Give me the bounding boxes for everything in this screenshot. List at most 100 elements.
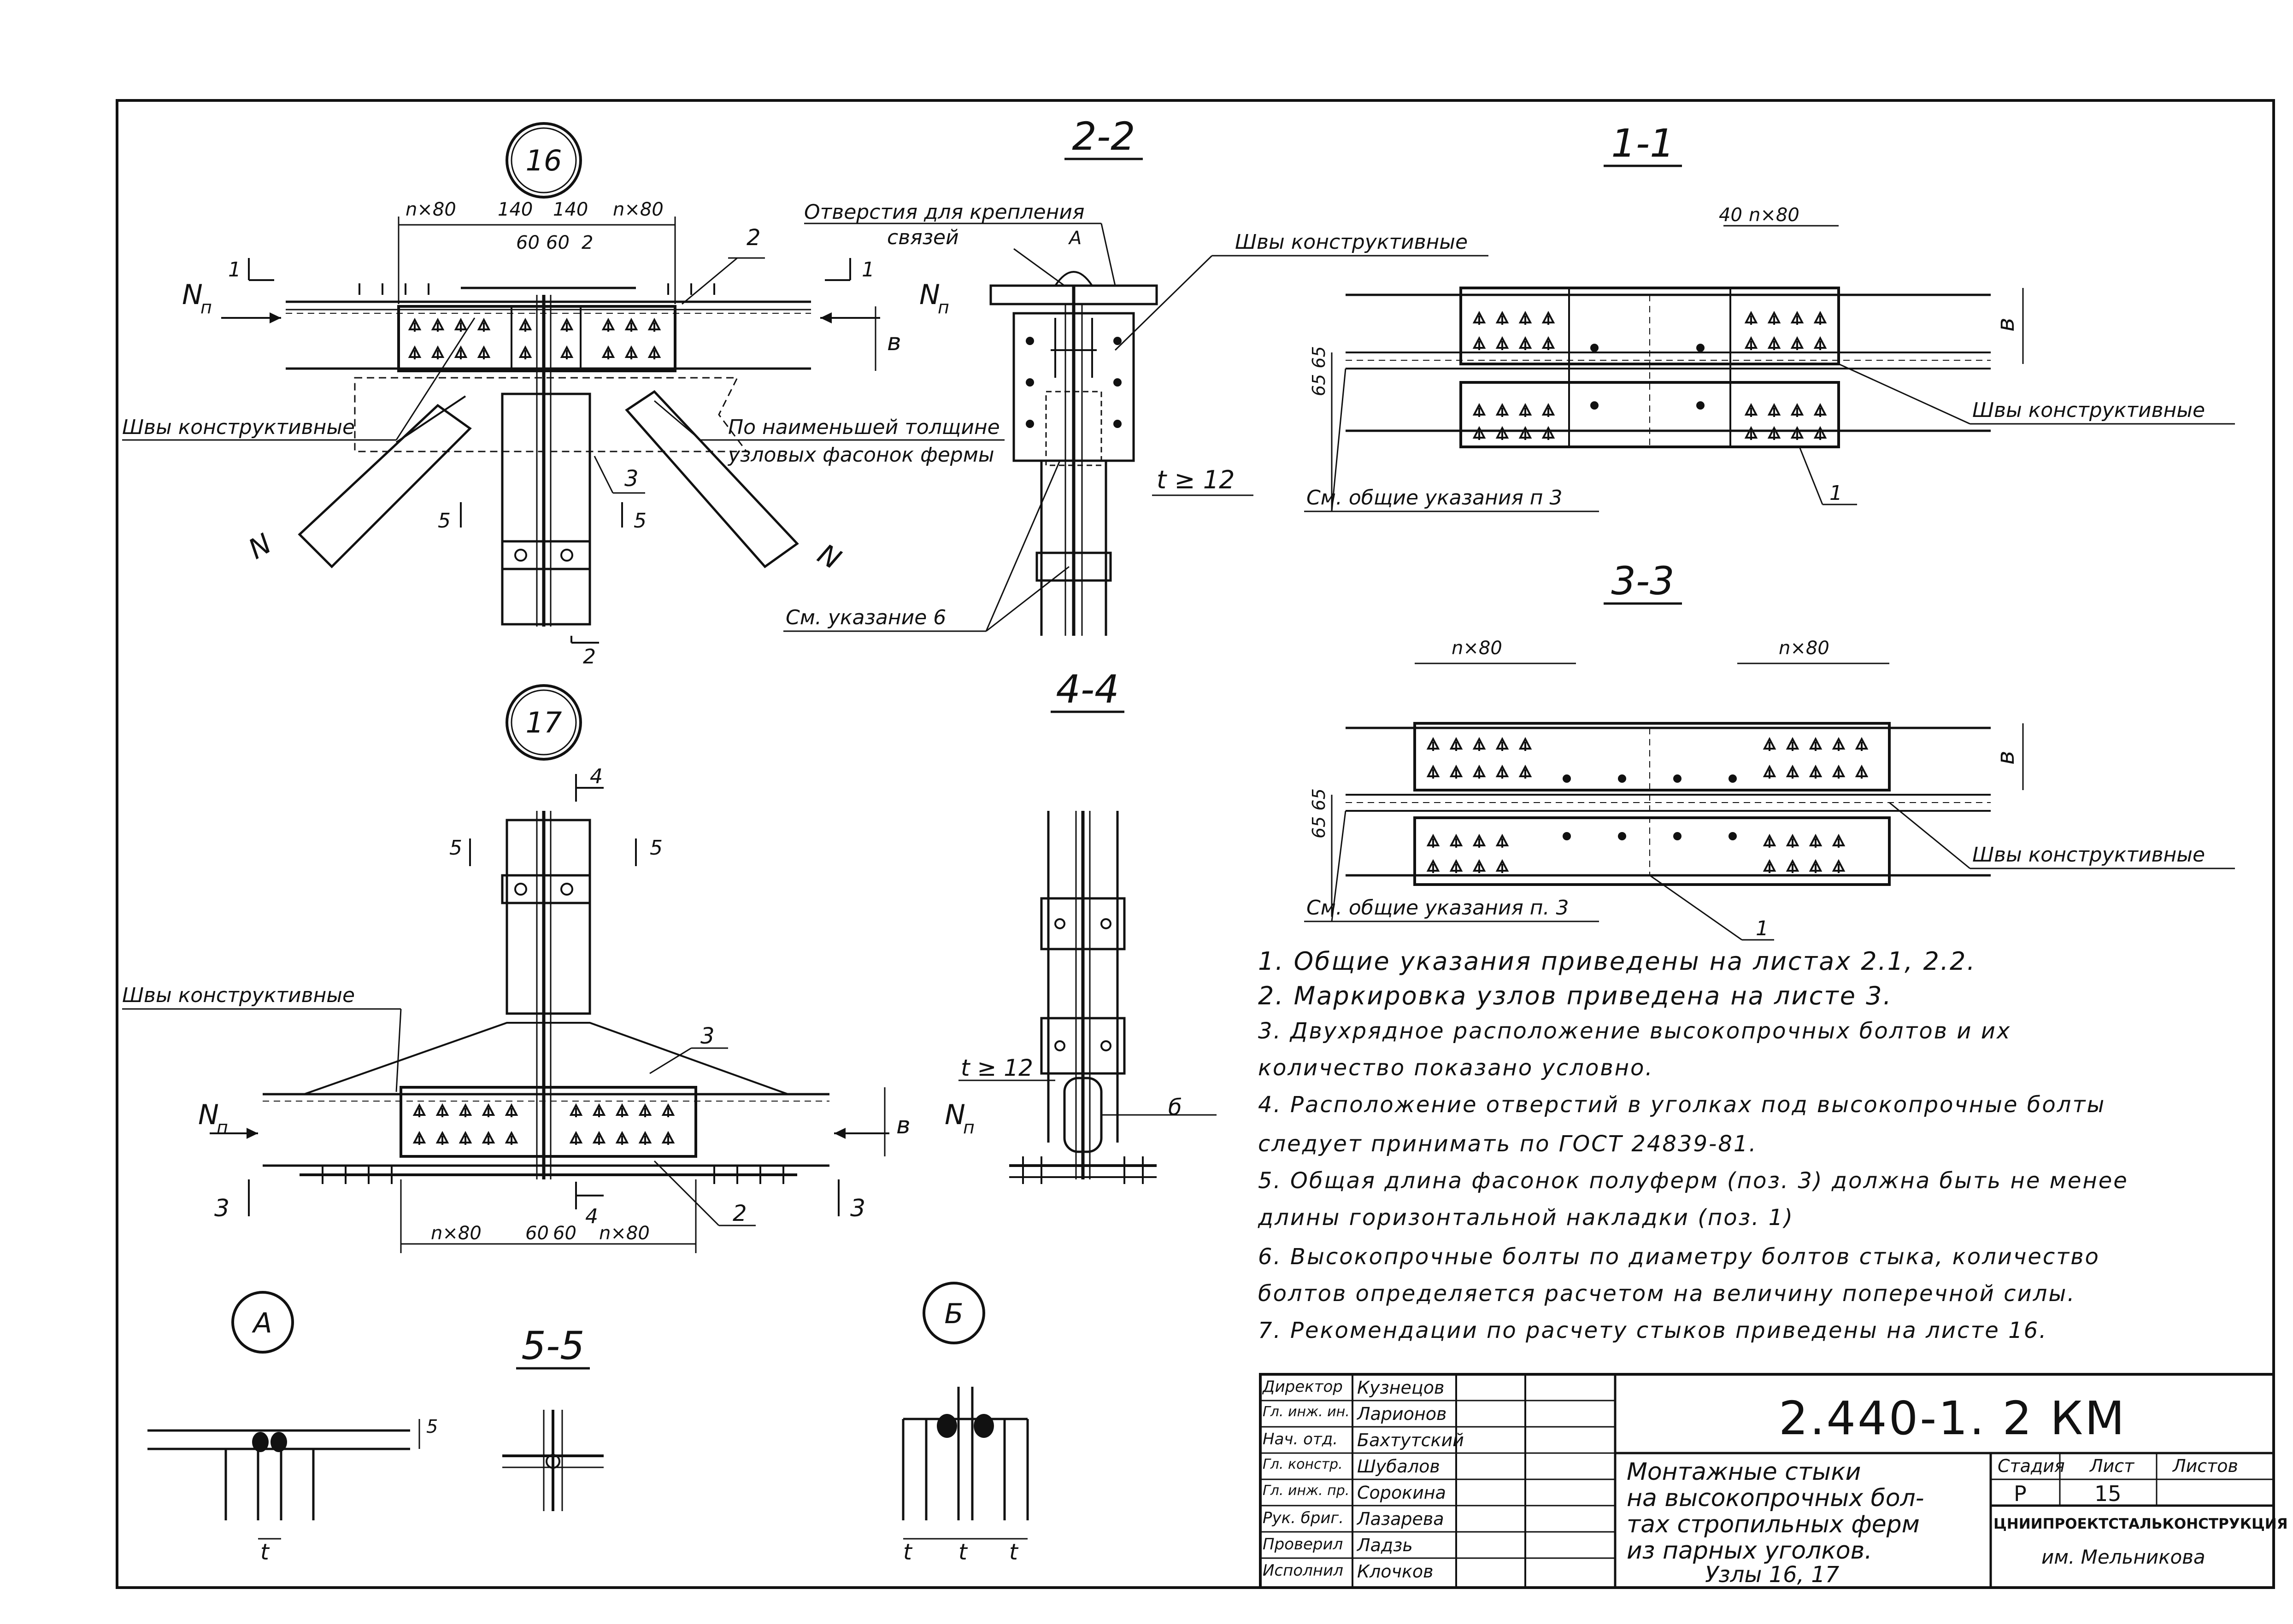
svg-text:t: t — [260, 1539, 270, 1565]
sheet-value: 15 — [2094, 1481, 2122, 1506]
svg-text:Швы конструктивные: Швы конструктивные — [1972, 399, 2205, 422]
name-4: Шубалов — [1357, 1456, 1440, 1477]
role-7: Проверил — [1263, 1535, 1343, 1554]
section-2-2: 2-2 Отверстия для крепления связей A Швы… — [783, 114, 1488, 636]
document-code: 2.440-1. 2 КМ — [1779, 1391, 2127, 1445]
svg-text:t: t — [958, 1539, 968, 1565]
svg-text:п: п — [217, 1117, 228, 1137]
svg-text:п: п — [938, 297, 949, 317]
stage-header: Стадия — [1998, 1456, 2065, 1476]
detail-b-marker — [923, 1282, 985, 1344]
name-1: Кузнецов — [1357, 1378, 1445, 1398]
svg-text:2: 2 — [583, 645, 596, 668]
svg-text:2: 2 — [747, 225, 761, 251]
svg-text:б: б — [1168, 1095, 1182, 1120]
node-16-elevation: 16 — [122, 122, 1005, 668]
svg-text:65 65: 65 65 — [1309, 346, 1329, 396]
svg-text:N: N — [198, 1099, 219, 1131]
note-1: 1. Общие указания приведены на листах 2.… — [1258, 947, 1976, 976]
svg-text:65 65: 65 65 — [1309, 788, 1329, 838]
svg-text:в: в — [896, 1112, 911, 1139]
role-6: Рук. бриг. — [1263, 1509, 1344, 1527]
svg-text:N: N — [182, 279, 203, 311]
name-7: Ладзь — [1357, 1535, 1413, 1555]
svg-text:N: N — [945, 1099, 965, 1131]
organization-subtitle: им. Мельникова — [2041, 1546, 2205, 1568]
section-2-2-title: 2-2 — [1072, 114, 1135, 159]
svg-text:n×80: n×80 — [613, 199, 664, 220]
svg-text:Швы конструктивные: Швы конструктивные — [1235, 230, 1468, 254]
svg-text:1: 1 — [862, 258, 875, 281]
section-3-3: 3-3 n×80 n×80 в 65 65 См. общие указани — [1304, 558, 2235, 941]
svg-text:3: 3 — [214, 1195, 229, 1222]
node-16-label: 16 — [526, 144, 562, 177]
section-3-3-title: 3-3 — [1611, 558, 1674, 604]
role-8: Исполнил — [1263, 1561, 1343, 1580]
note-3: 3. Двухрядное расположение высокопрочных… — [1258, 1018, 2011, 1044]
svg-text:Отверстия для крепления: Отверстия для крепления — [804, 200, 1084, 224]
title-line-3: тах стропильных ферм — [1627, 1511, 1920, 1538]
svg-text:n×80: n×80 — [1749, 205, 1799, 226]
svg-text:60: 60 — [516, 232, 540, 253]
svg-text:4: 4 — [590, 765, 603, 788]
svg-text:140: 140 — [498, 199, 533, 220]
svg-text:См. общие указания п 3: См. общие указания п 3 — [1306, 486, 1563, 510]
svg-text:5: 5 — [438, 509, 451, 533]
name-8: Клочков — [1357, 1561, 1434, 1582]
svg-text:5: 5 — [426, 1416, 438, 1437]
section-4-4: 4-4 t ≥ 12 б — [958, 667, 1217, 1184]
role-5: Гл. инж. пр. — [1263, 1483, 1350, 1499]
name-5: Сорокина — [1357, 1483, 1446, 1503]
svg-text:A: A — [1068, 228, 1082, 249]
svg-text:n×80: n×80 — [599, 1223, 650, 1244]
detail-a: A t 5 — [147, 1291, 438, 1565]
svg-text:Швы конструктивные: Швы конструктивные — [122, 984, 355, 1007]
role-2: Гл. инж. ин. — [1263, 1404, 1350, 1420]
svg-text:3: 3 — [624, 466, 639, 492]
svg-text:4: 4 — [585, 1205, 598, 1228]
svg-text:См. общие указания п. 3: См. общие указания п. 3 — [1306, 896, 1569, 920]
title-line-4: из парных уголков. — [1627, 1537, 1872, 1565]
svg-text:5: 5 — [634, 509, 647, 533]
svg-text:n×80: n×80 — [406, 199, 456, 220]
title-line-5: Узлы 16, 17 — [1705, 1562, 1840, 1588]
svg-text:n×80: n×80 — [1452, 638, 1502, 659]
node-17-label: 17 — [526, 706, 562, 739]
title-block-grid — [1259, 1373, 2275, 1589]
svg-text:связей: связей — [887, 226, 959, 249]
name-6: Лазарева — [1357, 1509, 1444, 1529]
svg-text:Швы конструктивные: Швы конструктивные — [122, 416, 355, 439]
node-17-marker — [506, 684, 582, 761]
svg-text:Б: Б — [944, 1298, 963, 1330]
svg-text:40: 40 — [1719, 205, 1742, 226]
svg-text:2: 2 — [733, 1201, 747, 1226]
svg-text:Швы конструктивные: Швы конструктивные — [1972, 843, 2205, 867]
note-6: 6. Высокопрочные болты по диаметру болто… — [1258, 1244, 2100, 1270]
svg-text:60: 60 — [525, 1223, 549, 1244]
svg-text:n×80: n×80 — [431, 1223, 482, 1244]
svg-text:1: 1 — [1829, 481, 1842, 505]
stage-value: Р — [2014, 1481, 2027, 1506]
note-6-cont: болтов определяется расчетом на величину… — [1258, 1281, 2076, 1307]
node-16-marker — [506, 122, 582, 199]
sheet-frame — [116, 99, 2275, 1589]
svg-text:N: N — [812, 538, 847, 576]
sheets-header: Листов — [2173, 1456, 2238, 1476]
svg-text:A: A — [251, 1307, 272, 1339]
svg-text:в: в — [887, 328, 901, 356]
svg-text:N: N — [243, 528, 277, 566]
detail-b: Б t t t — [902, 1282, 1029, 1565]
note-4-cont: следует принимать по ГОСТ 24839-81. — [1258, 1131, 1758, 1157]
svg-text:t: t — [1009, 1539, 1019, 1565]
section-4-4-title: 4-4 — [1056, 667, 1119, 712]
svg-text:3: 3 — [850, 1195, 865, 1222]
detail-a-marker — [231, 1291, 294, 1354]
name-2: Ларионов — [1357, 1404, 1447, 1424]
organization-name: ЦНИИПРОЕКТСТАЛЬКОНСТРУКЦИЯ — [1993, 1516, 2288, 1532]
svg-text:60: 60 — [546, 232, 570, 253]
svg-text:п: п — [200, 297, 212, 317]
name-3: Бахтутский — [1357, 1430, 1464, 1450]
node-17-elevation: 17 N п N п в n — [122, 684, 975, 1253]
section-1-1: 1-1 40 n×80 в 65 65 См. общие указ — [1304, 121, 2235, 512]
